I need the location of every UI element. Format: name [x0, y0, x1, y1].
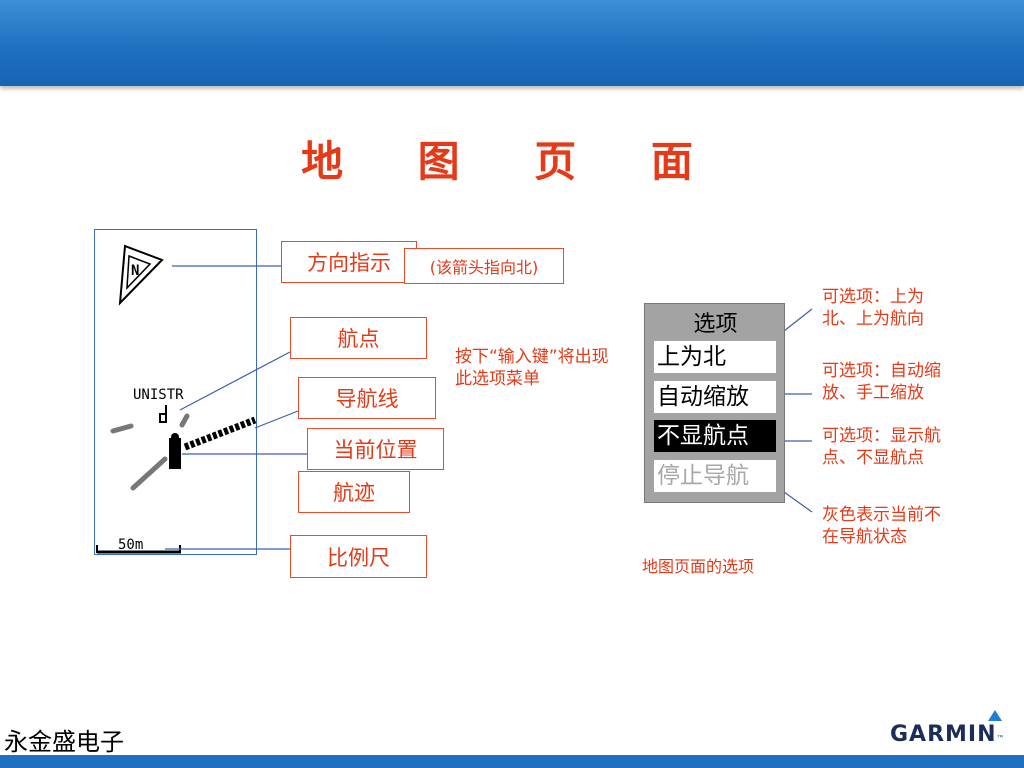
options-menu: 选项 上为北 自动缩放 不显航点 停止导航	[644, 303, 785, 503]
north-arrow-icon: N	[118, 244, 164, 306]
callout-nav-line: 导航线	[298, 377, 436, 419]
menu-item-hide-waypoints[interactable]: 不显航点	[654, 420, 776, 452]
scale-label: 50m	[118, 537, 143, 553]
waypoint-flag-icon	[159, 405, 167, 423]
track-lines	[110, 413, 190, 491]
waypoint-label: UNISTR	[133, 387, 184, 403]
annotation-zoom: 可选项：自动缩放、手工缩放	[822, 361, 941, 403]
instruction-text: 按下“输入键”将出现此选项菜单	[455, 347, 609, 389]
scale-bar: 50m	[96, 537, 181, 554]
menu-item-auto-zoom[interactable]: 自动缩放	[654, 381, 776, 413]
menu-item-stop-navigation: 停止导航	[654, 460, 776, 492]
menu-item-north-up[interactable]: 上为北	[654, 341, 776, 373]
garmin-logo-mark: ™	[996, 734, 1006, 743]
callout-current-position: 当前位置	[307, 428, 444, 470]
map-view	[94, 229, 257, 555]
callout-scale: 比例尺	[290, 535, 427, 578]
options-menu-title: 选项	[693, 312, 738, 337]
options-menu-caption: 地图页面的选项	[642, 557, 755, 576]
north-label: N	[131, 263, 139, 279]
callout-track: 航迹	[298, 471, 410, 513]
annotation-navigation-state: 灰色表示当前不在导航状态	[822, 505, 941, 547]
callout-waypoint: 航点	[290, 317, 427, 359]
annotation-waypoints: 可选项：显示航点、不显航点	[822, 426, 941, 468]
company-name: 永金盛电子	[4, 728, 124, 756]
footer-bar	[0, 755, 1024, 768]
header-bar	[0, 0, 1024, 86]
callout-direction-note: (该箭头指向北)	[404, 248, 564, 284]
annotation-orientation: 可选项：上为北、上为航向	[822, 287, 924, 329]
leader-lines	[165, 265, 813, 550]
current-position-icon	[169, 433, 181, 469]
callout-direction: 方向指示	[281, 241, 417, 283]
garmin-logo-text: GARMIN	[890, 722, 997, 747]
garmin-triangle-icon	[988, 710, 1002, 721]
garmin-logo: GARMIN™	[890, 722, 1006, 747]
page-title: 地 图 页 面	[301, 137, 723, 186]
navigation-line	[183, 416, 257, 451]
